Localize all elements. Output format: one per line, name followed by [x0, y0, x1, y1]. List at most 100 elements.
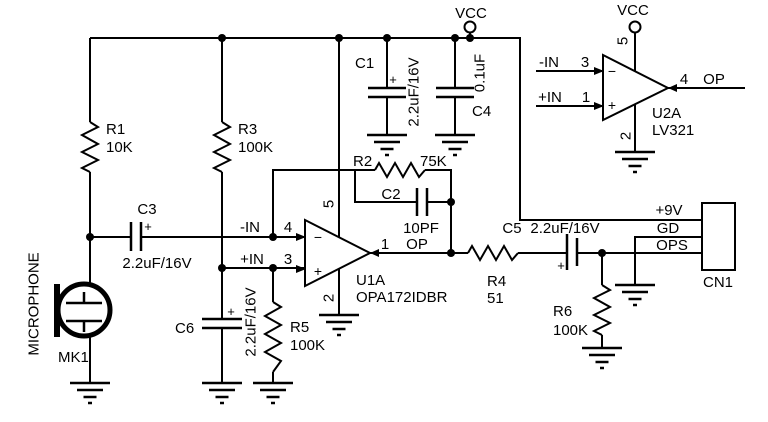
- u1a-pin-noninv: 3: [284, 251, 292, 268]
- feedback-wires: [272, 169, 452, 253]
- vcc-terminal-icon: [463, 20, 477, 34]
- u1a-plus-sign: +: [314, 263, 322, 279]
- r1-zigzag: [79, 121, 101, 173]
- microphone-label: MICROPHONE: [26, 252, 43, 355]
- u2a-negin-label: -IN: [539, 54, 559, 71]
- gd-wire: [634, 236, 702, 285]
- opamp-u1a: − +: [296, 218, 379, 288]
- p9v-label: +9V: [655, 202, 682, 219]
- c2-wires: [354, 170, 451, 203]
- u2a-op-label: OP: [703, 71, 725, 88]
- u2a-vcc-label: VCC: [617, 2, 649, 19]
- r2-value: 75K: [420, 153, 447, 170]
- microphone-symbol: [54, 281, 113, 339]
- u2a-inv-arrow-icon: [594, 67, 604, 75]
- c1-plates: [368, 86, 406, 99]
- opamp-u2a: − +: [594, 53, 677, 122]
- u1a-out-arrow-icon: [370, 249, 379, 257]
- u2a-pin-out: 4: [680, 71, 688, 88]
- u2a-pin-gnd: 2: [618, 132, 635, 140]
- cn1-connector-body: [701, 202, 736, 271]
- c6-value: 2.2uF/16V: [243, 287, 260, 356]
- r4-zigzag: [467, 243, 519, 263]
- r3-value: 100K: [238, 139, 273, 156]
- c6-ref: C6: [175, 320, 194, 337]
- ops-label: OPS: [656, 237, 688, 254]
- r2-zigzag: [374, 160, 426, 180]
- c5-plates: [565, 234, 579, 270]
- u2a-triangle: [602, 53, 671, 122]
- mic-ground-icon: [68, 381, 112, 405]
- r1-value: 10K: [106, 139, 133, 156]
- u2a-vcc-terminal-icon: [628, 20, 642, 34]
- c1-value: 2.2uF/16V: [406, 57, 423, 126]
- r6-zigzag: [591, 284, 613, 336]
- text-labels: R1 10K R3 100K R2 75K R4 51 R5 100K R6 1…: [26, 2, 734, 366]
- u2a-pin-inv: 3: [581, 54, 589, 71]
- u2a-noninv-arrow-icon: [594, 102, 604, 110]
- c6-ground-icon: [200, 381, 244, 405]
- u1a-ground-icon: [317, 313, 361, 337]
- u1a-triangle: [304, 218, 373, 288]
- c5-plus-mark: +: [557, 258, 565, 273]
- c4-ref: C4: [472, 103, 491, 120]
- r5-ref: R5: [290, 319, 309, 336]
- u2a-pin-vcc: 5: [615, 37, 632, 45]
- c4-ground-icon: [433, 133, 477, 157]
- u1a-pin-inv: 4: [284, 219, 292, 236]
- vcc-label: VCC: [455, 5, 487, 22]
- u2a-ref: U2A: [652, 105, 681, 122]
- c4-plates: [436, 86, 474, 99]
- u1a-inv-arrow-icon: [296, 233, 306, 241]
- u2a-plus-sign: +: [608, 97, 616, 113]
- c1-plus-mark: +: [389, 72, 397, 87]
- c5-value: 2.2uF/16V: [530, 220, 599, 237]
- u2a-out-arrow-icon: [668, 84, 677, 92]
- c2-value: 10PF: [403, 220, 439, 237]
- u2a-minus-sign: −: [608, 63, 616, 79]
- c4-value: 0.1uF: [472, 54, 489, 92]
- u2a-ground-icon: [613, 150, 657, 174]
- u1a-minus-sign: −: [314, 229, 322, 245]
- u1a-part: OPA172IDBR: [356, 289, 448, 306]
- r1-ref: R1: [106, 121, 125, 138]
- c6-plates: [202, 317, 242, 330]
- gd-ground-icon: [613, 283, 657, 307]
- r6-ref: R6: [553, 303, 572, 320]
- resistor-symbols: [79, 121, 613, 373]
- wires: [89, 33, 745, 383]
- c3-plus-mark: +: [144, 219, 152, 234]
- r6-ground-icon: [580, 346, 624, 370]
- vcc-rail-wire: [90, 37, 702, 221]
- r6-value: 100K: [553, 322, 588, 339]
- r5-value: 100K: [290, 337, 325, 354]
- c5-ref: C5: [502, 220, 521, 237]
- u2a-pin-noninv: 1: [582, 89, 590, 106]
- mic-plates-icon: [66, 292, 102, 332]
- u1a-ref: U1A: [356, 272, 385, 289]
- c1-ref: C1: [355, 55, 374, 72]
- cn1-ref: CN1: [703, 274, 733, 291]
- r3-zigzag: [211, 121, 233, 173]
- c3-value: 2.2uF/16V: [122, 255, 191, 272]
- u2a-part: LV321: [652, 122, 694, 139]
- u1a-noninv-arrow-icon: [296, 265, 306, 273]
- u1a-pin-gnd: 2: [321, 294, 338, 302]
- r5-ground-icon: [251, 381, 295, 405]
- r2-ref: R2: [353, 153, 372, 170]
- capacitor-symbols: [129, 86, 579, 330]
- u1a-negin-label: -IN: [240, 219, 260, 236]
- r4-ref: R4: [487, 273, 506, 290]
- c3-plates: [129, 222, 143, 251]
- c3-ref: C3: [137, 201, 156, 218]
- r4-value: 51: [487, 290, 504, 307]
- mk1-ref: MK1: [58, 349, 89, 366]
- u2a-posin-label: +IN: [538, 89, 562, 106]
- c1-ground-icon: [365, 133, 409, 157]
- c2-ref: C2: [381, 186, 400, 203]
- r3-ref: R3: [238, 121, 257, 138]
- c6-plus-mark: +: [227, 304, 235, 319]
- junction-dots: [86, 34, 606, 272]
